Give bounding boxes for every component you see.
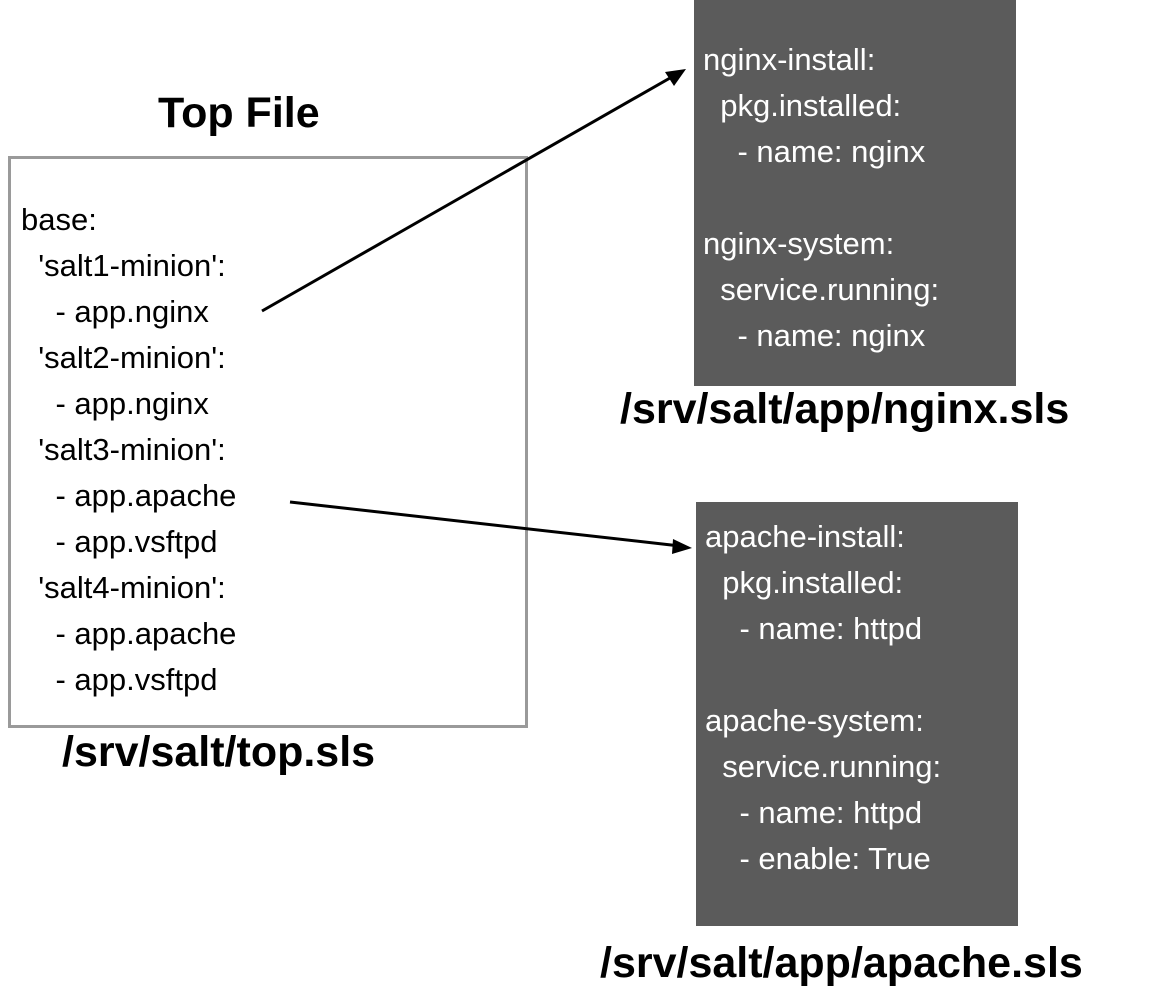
nginx-sls-line: - name: nginx: [703, 318, 926, 353]
nginx-sls-line: nginx-install:: [703, 42, 876, 77]
apache-sls-line: apache-install:: [705, 519, 905, 554]
nginx-sls-line: service.running:: [703, 272, 940, 307]
arrow-nginx-head: [665, 69, 686, 86]
apache-sls-line: service.running:: [705, 749, 942, 784]
apache-sls-line: pkg.installed:: [705, 565, 904, 600]
top-file-box: base: 'salt1-minion': - app.nginx 'salt2…: [8, 156, 528, 728]
top-file-line: - app.nginx: [21, 386, 209, 421]
apache-sls-box: apache-install: pkg.installed: - name: h…: [696, 502, 1018, 926]
apache-sls-line: apache-system:: [705, 703, 924, 738]
arrow-nginx-line: [261, 72, 678, 313]
arrow-apache-line: [289, 500, 681, 548]
top-file-title: Top File: [158, 89, 320, 137]
top-file-line: - app.vsftpd: [21, 662, 218, 697]
nginx-sls-line: - name: nginx: [703, 134, 926, 169]
apache-sls-line: - name: httpd: [705, 795, 923, 830]
top-file-line: 'salt4-minion':: [21, 570, 226, 605]
top-file-line: - app.apache: [21, 616, 237, 651]
top-file-line: base:: [21, 202, 97, 237]
nginx-sls-box: nginx-install: pkg.installed: - name: ng…: [694, 0, 1016, 386]
top-file-line: 'salt3-minion':: [21, 432, 226, 467]
nginx-sls-line: pkg.installed:: [703, 88, 902, 123]
top-file-line: 'salt2-minion':: [21, 340, 226, 375]
arrow-apache-head: [672, 539, 692, 554]
top-file-caption: /srv/salt/top.sls: [62, 728, 376, 776]
apache-sls-caption: /srv/salt/app/apache.sls: [600, 939, 1083, 987]
top-file-line: 'salt1-minion':: [21, 248, 226, 283]
arrow-nginx: [261, 69, 686, 313]
top-file-line: - app.vsftpd: [21, 524, 218, 559]
arrow-apache: [289, 500, 692, 554]
top-file-line: - app.apache: [21, 478, 237, 513]
top-file-line: - app.nginx: [21, 294, 209, 329]
nginx-sls-caption: /srv/salt/app/nginx.sls: [620, 385, 1070, 433]
apache-sls-line: - name: httpd: [705, 611, 923, 646]
nginx-sls-line: nginx-system:: [703, 226, 895, 261]
apache-sls-line: - enable: True: [705, 841, 931, 876]
